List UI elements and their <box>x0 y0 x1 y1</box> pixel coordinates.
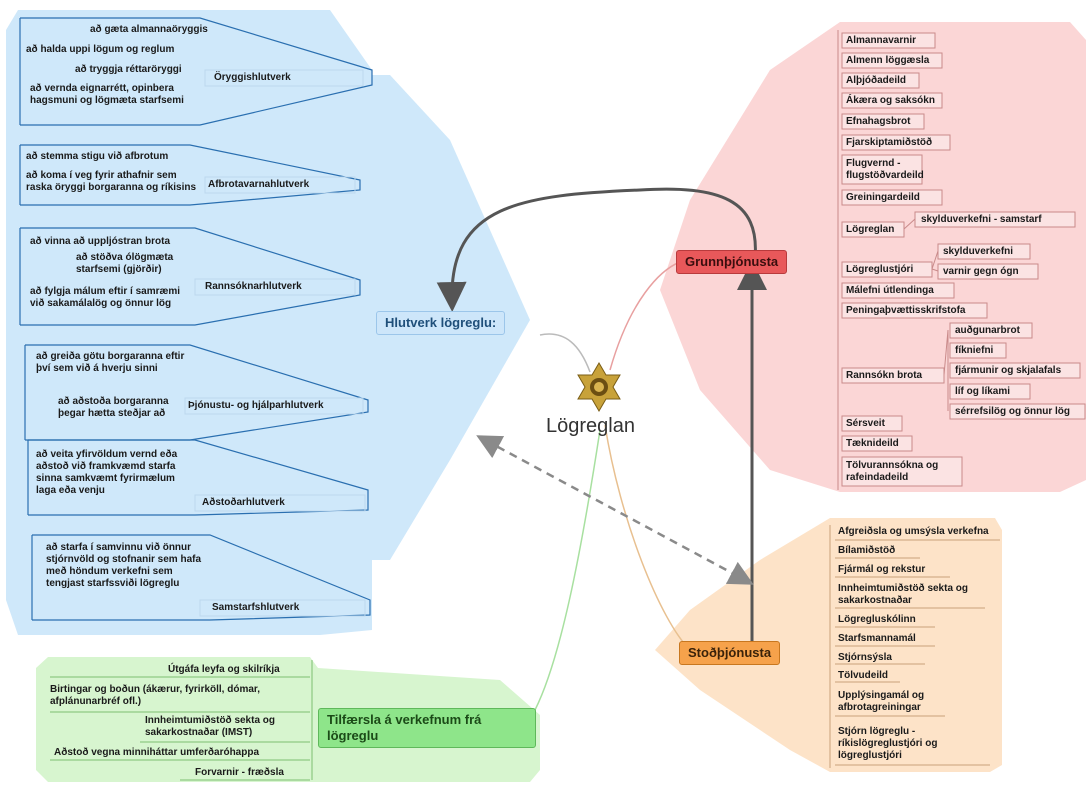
stod-item[interactable]: Upplýsingamál og afbrotagreiningar <box>838 690 925 713</box>
hlutverk-item: að stemma stigu við afbrotum <box>26 151 169 162</box>
hlutverk-item: að fylgja málum eftir í samræmi við saka… <box>30 286 181 309</box>
rannsokn-sub-item[interactable]: fjármunir og skjalafals <box>955 365 1062 376</box>
rannsokn-sub-item[interactable]: líf og líkami <box>955 386 1011 397</box>
hlutverk-item: að starfa í samvinnu við önnur stjórnvöl… <box>46 542 202 589</box>
hlutverk-item: að gæta almannaöryggis <box>90 24 208 35</box>
grunn-item[interactable]: Tæknideild <box>846 438 899 449</box>
police-badge-icon <box>577 362 621 412</box>
grunn-item[interactable]: Efnahagsbrot <box>846 116 911 127</box>
hub-tilfaersla[interactable]: Tilfærsla á verkefnum frá lögreglu <box>318 708 536 748</box>
hlutverk-item: að aðstoða borgaranna þegar hætta steðja… <box>58 396 169 419</box>
grunn-item[interactable]: Tölvurannsókna og rafeindadeild <box>846 460 939 483</box>
hub-hlutverk[interactable]: Hlutverk lögreglu: <box>376 311 506 335</box>
hlutverk-group-label[interactable]: Öryggishlutverk <box>214 72 291 83</box>
rannsokn-sub-item[interactable]: sérrefsilög og önnur lög <box>955 406 1071 417</box>
grunn-item[interactable]: Málefni útlendinga <box>846 285 934 296</box>
hub-tilfaersla-label: Tilfærsla á verkefnum frá lögreglu <box>327 712 482 743</box>
hlutverk-group-label[interactable]: Aðstoðarhlutverk <box>202 497 285 508</box>
grunn-item[interactable]: Fjarskiptamiðstöð <box>846 137 933 148</box>
green-region <box>36 657 540 782</box>
blue-region <box>6 10 372 635</box>
hlutverk-item: að halda uppi lögum og reglum <box>26 44 175 55</box>
tilfaersla-item[interactable]: Innheimtumiðstöð sekta og sakarkostnaðar… <box>145 715 276 738</box>
hlutverk-group-label[interactable]: Afbrotavarnahlutverk <box>208 179 310 190</box>
tilfaersla-item[interactable]: Birtingar og boðun (ákærur, fyrirköll, d… <box>50 684 261 707</box>
hlutverk-group-label[interactable]: Rannsóknarhlutverk <box>205 281 302 292</box>
grunn-item[interactable]: Ákæra og saksókn <box>846 95 935 106</box>
grunn-item[interactable]: Rannsókn brota <box>846 370 923 381</box>
hlutverk-group-label[interactable]: Þjónustu- og hjálparhlutverk <box>188 400 324 411</box>
grunn-item[interactable]: Flugvernd - flugstöðvardeild <box>846 158 924 181</box>
hlutverk-item: að koma í veg fyrir athafnir sem raska ö… <box>26 170 197 193</box>
center-node[interactable]: Lögreglan <box>546 415 635 437</box>
grunn-item[interactable]: Lögreglustjóri <box>846 264 914 275</box>
logreglustjori-sub-item[interactable]: varnir gegn ógn <box>943 266 1019 277</box>
grunn-item[interactable]: Greiningardeild <box>846 192 920 203</box>
stod-item[interactable]: Starfsmannamál <box>838 633 916 644</box>
logreglan-sub-item[interactable]: skylduverkefni - samstarf <box>921 214 1042 225</box>
hlutverk-item: að veita yfirvöldum vernd eða aðstoð við… <box>36 449 178 496</box>
grunn-item[interactable]: Alþjóðadeild <box>846 75 906 86</box>
stod-item[interactable]: Lögregluskólinn <box>838 614 916 625</box>
hlutverk-item: að vinna að uppljóstran brota <box>30 236 171 247</box>
stod-item[interactable]: Stjórnsýsla <box>838 652 892 663</box>
grunn-item[interactable]: Almenn löggæsla <box>846 55 930 66</box>
hlutverk-item: að vernda eignarrétt, opinbera hagsmuni … <box>30 83 184 106</box>
stod-item[interactable]: Stjórn lögreglu - ríkislögreglustjóri og… <box>838 726 938 761</box>
stod-item[interactable]: Tölvudeild <box>838 670 888 681</box>
stod-item[interactable]: Fjármál og rekstur <box>838 564 926 575</box>
grunn-item[interactable]: Almannavarnir <box>846 35 917 46</box>
stod-item[interactable]: Bílamiðstöð <box>838 545 896 556</box>
grunn-item[interactable]: Sérsveit <box>846 418 885 429</box>
hlutverk-item: að tryggja réttaröryggi <box>75 64 182 75</box>
hlutverk-item: að stöðva ólögmæta starfsemi (gjörðir) <box>76 252 174 275</box>
hlutverk-group-label[interactable]: Samstarfshlutverk <box>212 602 300 613</box>
tilfaersla-item[interactable]: Aðstoð vegna minniháttar umferðaróhappa <box>54 747 260 758</box>
grunn-item[interactable]: Peningaþvættisskrifstofa <box>846 305 966 316</box>
stod-item[interactable]: Afgreiðsla og umsýsla verkefna <box>838 526 989 537</box>
hlutverk-item: að greiða götu borgaranna eftir því sem … <box>36 351 185 374</box>
rannsokn-sub-item[interactable]: auðgunarbrot <box>955 325 1020 336</box>
tilfaersla-item[interactable]: Forvarnir - fræðsla <box>195 767 284 778</box>
rannsokn-sub-item[interactable]: fíkniefni <box>955 345 994 356</box>
hub-grunnthjonusta[interactable]: Grunnþjónusta <box>676 250 788 274</box>
tilfaersla-item[interactable]: Útgáfa leyfa og skilríkja <box>168 664 280 675</box>
hub-stodthjonusta[interactable]: Stoðþjónusta <box>679 641 781 665</box>
logreglustjori-sub-item[interactable]: skylduverkefni <box>943 246 1014 257</box>
stod-item[interactable]: Innheimtumiðstöð sekta og sakarkostnaðar <box>838 583 969 606</box>
grunn-item[interactable]: Lögreglan <box>846 224 895 235</box>
